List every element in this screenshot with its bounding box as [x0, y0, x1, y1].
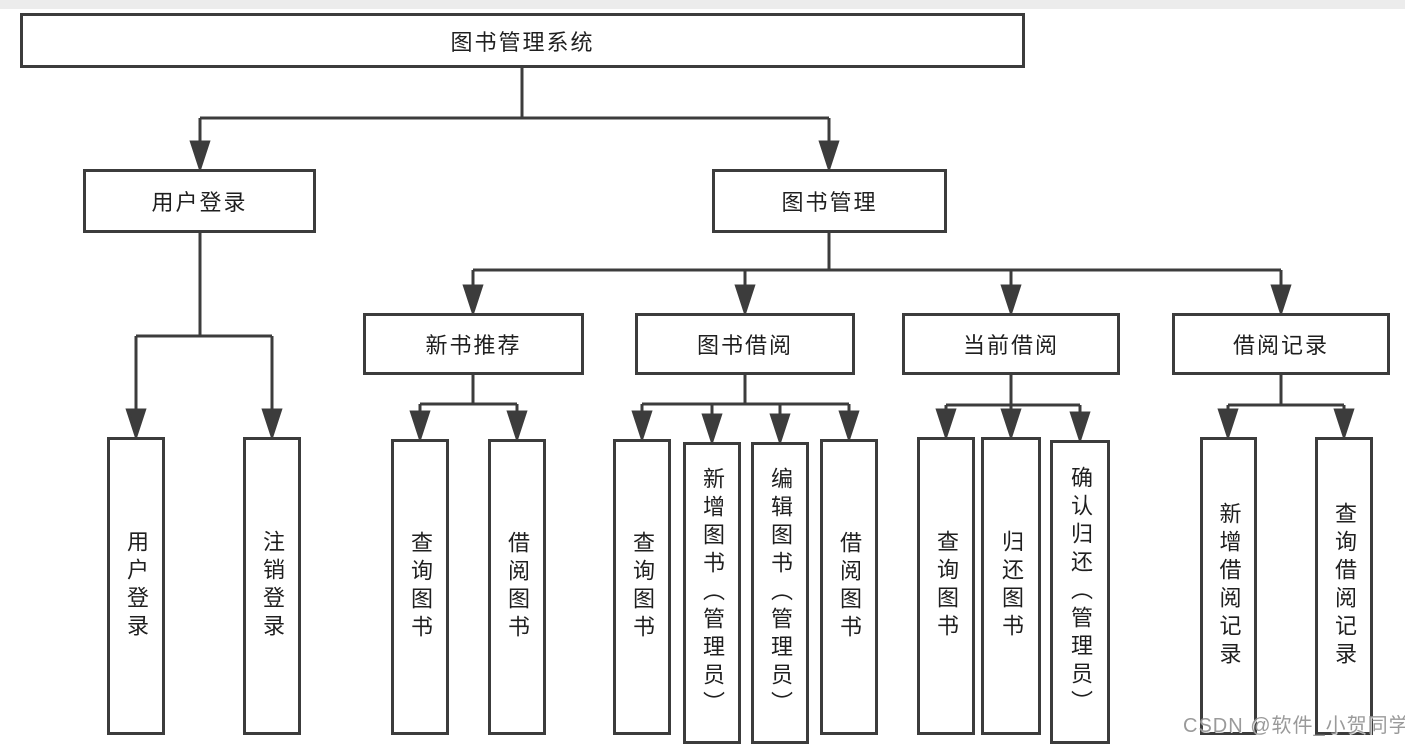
node-label: 查询图书 [934, 530, 959, 642]
node-user-login: 用户登录 [107, 437, 165, 735]
node-br-query-record: 查询借阅记录 [1315, 437, 1373, 735]
node-label: 确认归还（管理员） [1068, 466, 1093, 718]
node-book-management: 图书管理 [712, 169, 947, 233]
csdn-watermark: CSDN @软件_小贺同学 [1183, 715, 1405, 737]
node-label: 图书借阅 [696, 333, 793, 358]
node-nbr-query-books: 查询图书 [391, 439, 449, 735]
node-logout: 注销登录 [243, 437, 301, 735]
node-borrowing-records: 借阅记录 [1172, 313, 1390, 375]
node-br-add-record: 新增借阅记录 [1200, 437, 1257, 735]
node-label: 新增借阅记录 [1216, 502, 1242, 670]
node-label: 查询借阅记录 [1332, 502, 1357, 670]
node-bb-borrow-books: 借阅图书 [820, 439, 878, 735]
node-label: 用户登录 [124, 530, 149, 642]
node-label: 图书管理系统 [450, 29, 595, 55]
edge-borrowing-records-children [1217, 375, 1355, 441]
node-label: 用户登录 [151, 190, 248, 215]
node-label: 查询图书 [630, 531, 655, 643]
node-bb-edit-books-admin: 编辑图书（管理员） [751, 442, 809, 744]
node-user-login-group: 用户登录 [83, 169, 316, 233]
node-label: 借阅图书 [837, 531, 862, 643]
node-label: 新书推荐 [425, 333, 522, 358]
node-label: 查询图书 [408, 531, 433, 643]
node-current-borrowing: 当前借阅 [902, 313, 1120, 375]
node-label: 图书管理 [781, 190, 878, 215]
node-label: 编辑图书（管理员） [768, 467, 793, 719]
edge-user-login-children [125, 233, 283, 441]
edge-book-management-children [462, 233, 1292, 317]
node-bb-query-books: 查询图书 [613, 439, 671, 735]
node-new-book-recommendation: 新书推荐 [363, 313, 584, 375]
node-cb-return-books: 归还图书 [981, 437, 1041, 735]
node-label: 新增图书（管理员） [700, 467, 725, 719]
node-root: 图书管理系统 [20, 13, 1025, 68]
node-book-borrowing: 图书借阅 [635, 313, 855, 375]
node-bb-add-books-admin: 新增图书（管理员） [683, 442, 741, 744]
node-label: 借阅记录 [1232, 333, 1329, 358]
node-label: 当前借阅 [962, 333, 1059, 358]
top-strip [0, 0, 1405, 9]
edge-root-to-level2 [189, 67, 840, 173]
node-cb-query-books: 查询图书 [917, 437, 975, 735]
node-label: 归还图书 [999, 530, 1024, 642]
node-label: 注销登录 [260, 530, 285, 642]
edge-new-book-rec-children [409, 375, 528, 443]
edge-book-borrowing-children [631, 375, 860, 446]
node-cb-confirm-return-admin: 确认归还（管理员） [1050, 440, 1110, 744]
edge-current-borrowing-children [935, 375, 1091, 444]
node-nbr-borrow-books: 借阅图书 [488, 439, 546, 735]
node-label: 借阅图书 [505, 531, 530, 643]
